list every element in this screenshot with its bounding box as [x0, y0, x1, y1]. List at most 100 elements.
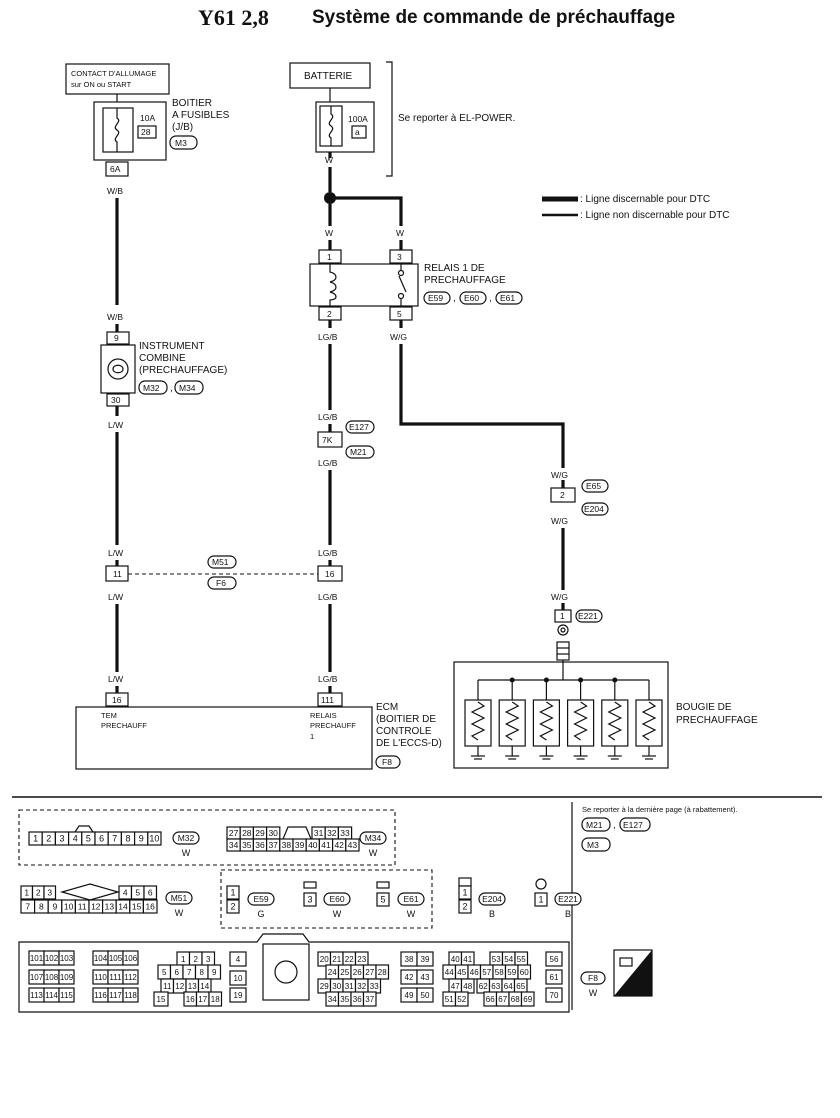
connector-pin-number: 52	[457, 995, 466, 1004]
connector-pin-number: 29	[320, 982, 329, 991]
ecm-pin-left: 16	[112, 695, 122, 705]
connector-pin-number: 111	[109, 973, 122, 982]
connector-pin-number: 59	[507, 968, 516, 977]
connector-key	[262, 943, 310, 1001]
connector-tag	[169, 135, 198, 150]
connector-key	[535, 878, 547, 890]
relay-coil-icon	[329, 264, 337, 306]
connector-pin-number: 13	[188, 982, 197, 991]
connector-pin-number: 31	[314, 828, 324, 838]
wire-color: LG/B	[318, 548, 338, 558]
connector-pin-number: 35	[242, 840, 252, 850]
connector-pin-number: 18	[211, 995, 220, 1004]
connector-pin-number: 69	[523, 995, 532, 1004]
connector-pin-number: 39	[421, 955, 430, 964]
connector-pin-cell	[534, 892, 548, 907]
connector-pin-number: 54	[504, 955, 513, 964]
note-conn-3: M3	[587, 840, 599, 850]
wire-color-code: G	[257, 909, 264, 919]
connector-pin-number: 30	[332, 982, 341, 991]
connector-key	[274, 960, 298, 984]
ground-stud-icon	[557, 624, 569, 636]
connector-pin-cell	[545, 987, 563, 1003]
connector-pin-number: 10	[149, 834, 159, 844]
connector-pin-number: 65	[516, 982, 525, 991]
glow-label-1: BOUGIE DE	[676, 702, 732, 713]
fuse-block-label-2: A FUSIBLES	[172, 110, 230, 121]
ecm-pin-right: 111	[321, 695, 334, 705]
wire-color: W/B	[107, 312, 123, 322]
connector-tag	[323, 892, 351, 906]
battery-fuse-num: a	[355, 127, 360, 137]
connector-pin-cell	[416, 969, 434, 985]
wire-color: W	[396, 228, 404, 238]
foldout-note: Se reporter à la dernière page (à rabatt…	[582, 805, 738, 814]
instrument-cluster-box	[100, 344, 136, 394]
glow-plug	[566, 699, 595, 747]
connector-pin-number: 1	[538, 895, 543, 905]
connector-pin-number: 117	[109, 991, 122, 1000]
m51-pin-right: 16	[325, 569, 335, 579]
connector-key	[376, 881, 390, 889]
connector-pin-cell	[226, 899, 240, 914]
connector-pin-cell	[143, 885, 158, 900]
wire-color: L/W	[108, 548, 123, 558]
glow-plug	[635, 699, 663, 747]
connector-pin-cell	[229, 987, 247, 1003]
wire-color: W/B	[107, 186, 123, 196]
connector-pin-number: 38	[282, 840, 292, 850]
connector-pin-cell	[58, 987, 75, 1003]
connector-pin-cell	[345, 838, 360, 852]
e65-conn-2: E204	[584, 504, 604, 514]
connector-pin-cell	[375, 964, 390, 980]
connector-pin-number: 9	[139, 834, 144, 844]
connector-pin-number: 5	[86, 834, 91, 844]
glow-plug	[464, 699, 492, 747]
wire-color-code: W	[407, 909, 416, 919]
ignition-label-1: CONTACT D'ALLUMAGE	[71, 69, 156, 78]
connector-pin-number: 4	[123, 888, 128, 898]
connector-pin-number: 28	[242, 828, 252, 838]
connector-pin-number: 1	[33, 834, 38, 844]
connector-pin-number: 31	[345, 982, 354, 991]
connector-name: M32	[178, 833, 195, 843]
connector-pin-number: 8	[125, 834, 130, 844]
connector-pin-number: 21	[332, 955, 341, 964]
connector-pin-number: 1	[230, 888, 235, 898]
connector-key	[303, 881, 317, 889]
connector-pin-number: 2	[36, 888, 41, 898]
ignition-switch-box	[65, 63, 170, 95]
connector-pin-number: 53	[492, 955, 501, 964]
wire-color: W	[325, 155, 333, 165]
connector-pin-cell	[142, 899, 158, 914]
wire-color: LG/B	[318, 332, 338, 342]
connector-pin-cell	[147, 831, 162, 846]
connector-pin-number: 11	[163, 982, 172, 991]
connector-pin-number: 110	[94, 973, 107, 982]
wire-color: W/G	[551, 470, 568, 480]
connector-pin-number: 32	[327, 828, 337, 838]
connector-name: E61	[403, 894, 418, 904]
splice-point	[509, 677, 515, 683]
wire-color: W/G	[551, 592, 568, 602]
connector-pin-number: 34	[328, 995, 337, 1004]
connector-pin-cell	[226, 885, 240, 900]
fuse-number: 28	[141, 127, 151, 137]
harness-side-icon	[619, 957, 633, 967]
connector-pin-number: 7	[187, 968, 192, 977]
connector-pin-number: 64	[504, 982, 513, 991]
connector-pin-number: 13	[105, 902, 115, 912]
e221-pin: 1	[560, 611, 565, 621]
connector-pin-number: 23	[357, 955, 366, 964]
connector-pin-number: 57	[482, 968, 491, 977]
splice-point	[612, 677, 618, 683]
connector-pin-cell	[122, 950, 139, 966]
connector-pin-number: 8	[200, 968, 205, 977]
connector-pin-number: 51	[445, 995, 454, 1004]
connector-name: E60	[329, 894, 344, 904]
ecm-label-4: DE L'ECCS-D)	[376, 738, 442, 749]
splice-point	[543, 677, 549, 683]
wire-color: LG/B	[318, 458, 338, 468]
connector-pin-number: 118	[124, 991, 137, 1000]
